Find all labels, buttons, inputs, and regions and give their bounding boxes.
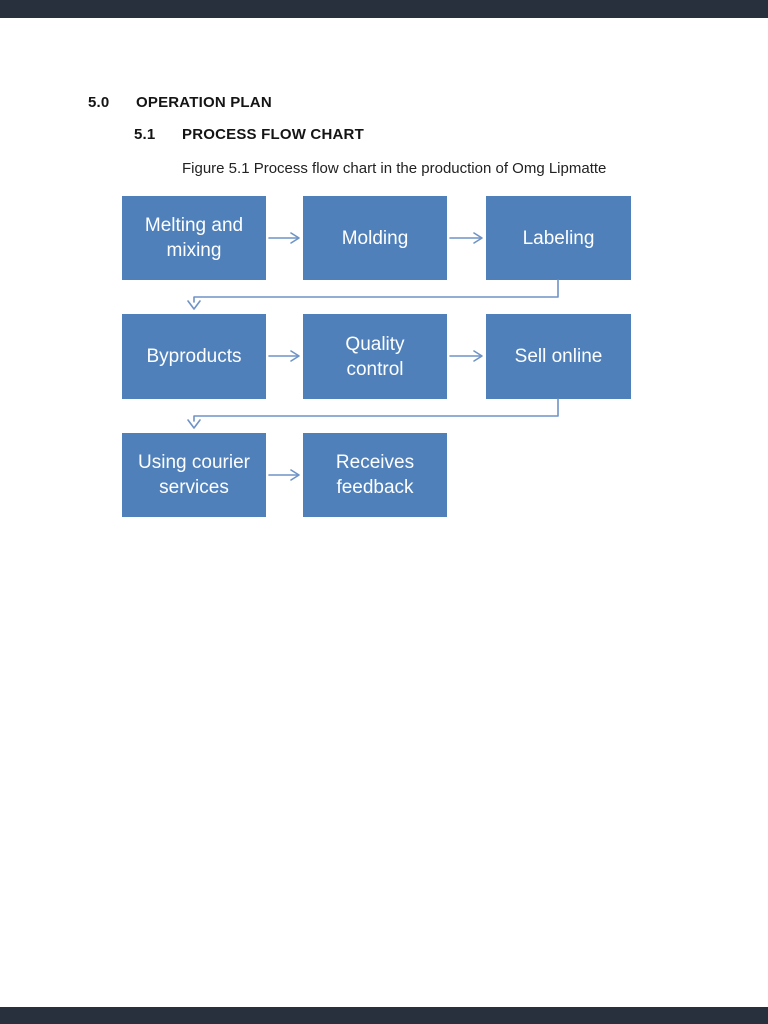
figure-caption: Figure 5.1 Process flow chart in the pro… — [182, 160, 607, 177]
section-heading: 5.0 OPERATION PLAN — [88, 94, 272, 111]
subsection-title: PROCESS FLOW CHART — [182, 126, 364, 143]
flow-box-using-courier-services: Using courier services — [122, 433, 266, 517]
subsection-number: 5.1 — [134, 126, 156, 143]
section-title: OPERATION PLAN — [136, 94, 272, 111]
flow-box-byproducts: Byproducts — [122, 314, 266, 399]
connector-labeling-to-byproducts — [187, 279, 559, 310]
arrow-courier-to-feedback — [268, 469, 300, 481]
flow-box-molding: Molding — [303, 196, 447, 280]
section-number: 5.0 — [88, 94, 110, 111]
flow-box-quality-control: Quality control — [303, 314, 447, 399]
arrow-molding-to-labeling — [449, 232, 483, 244]
flow-box-melting-mixing: Melting and mixing — [122, 196, 266, 280]
connector-sell-online-to-courier — [187, 398, 559, 429]
arrow-byproducts-to-quality — [268, 350, 300, 362]
subsection-heading: 5.1 PROCESS FLOW CHART — [134, 126, 364, 143]
viewer-letterbox-top — [0, 0, 768, 18]
viewer-letterbox-bottom — [0, 1007, 768, 1024]
arrow-melting-to-molding — [268, 232, 300, 244]
flow-box-labeling: Labeling — [486, 196, 631, 280]
flow-box-sell-online: Sell online — [486, 314, 631, 399]
flow-box-receives-feedback: Receives feedback — [303, 433, 447, 517]
arrow-quality-to-sell-online — [449, 350, 483, 362]
